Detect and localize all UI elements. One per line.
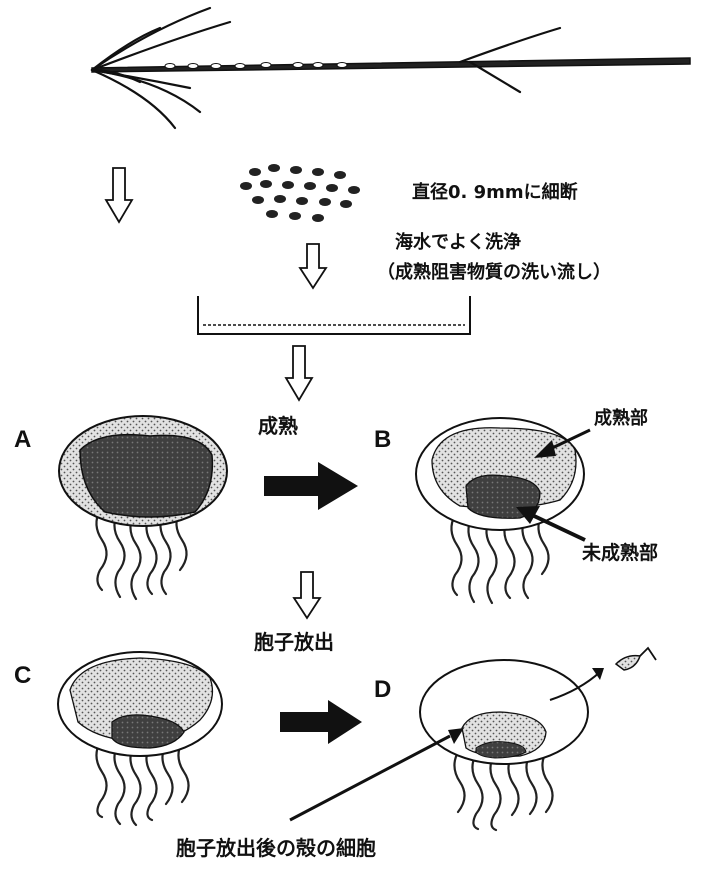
panel-d-fragment — [420, 660, 588, 830]
spore-release-label: 胞子放出 — [254, 626, 334, 655]
panel-letter-d: D — [374, 676, 391, 704]
cut-label: 直径0. 9mmに細断 — [412, 178, 578, 204]
chopped-pieces — [240, 164, 360, 222]
mature-part-label: 成熟部 — [594, 404, 648, 430]
wash-tray — [198, 296, 470, 334]
empty-cells-pointer-icon — [290, 728, 464, 820]
empty-cells-label: 胞子放出後の殻の細胞 — [176, 832, 376, 861]
wash-label-line1: 海水でよく洗浄 — [395, 228, 521, 254]
transition-arrow-icon — [280, 700, 362, 744]
wash-label-line2: （成熟阻害物質の洗い流し） — [377, 258, 611, 284]
immature-part-label: 未成熟部 — [582, 538, 658, 565]
transition-arrow-icon — [264, 462, 358, 510]
mature-label: 成熟 — [258, 410, 298, 439]
panel-c-fragment — [58, 652, 222, 825]
panel-letter-b: B — [374, 426, 391, 454]
down-arrow-icon — [294, 572, 320, 618]
down-arrow-icon — [300, 244, 326, 288]
panel-letter-a: A — [14, 426, 31, 454]
down-arrow-icon — [106, 168, 132, 222]
panel-letter-c: C — [14, 662, 31, 690]
down-arrow-icon — [286, 346, 312, 400]
panel-a-fragment — [59, 416, 227, 599]
seaweed-blade — [92, 8, 690, 128]
spore-icon — [616, 648, 656, 670]
